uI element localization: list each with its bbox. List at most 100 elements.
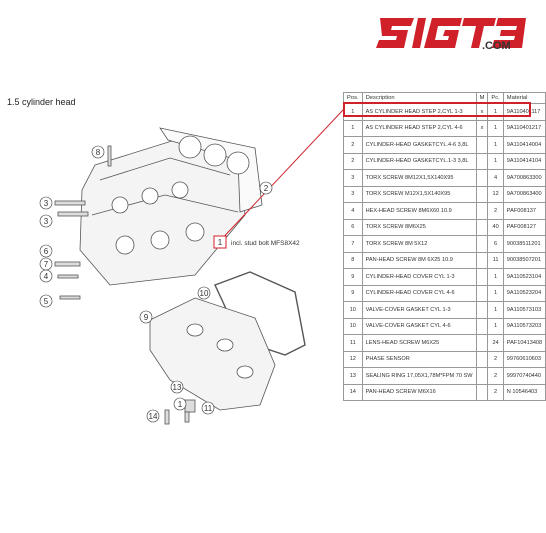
callout-label: 3 bbox=[44, 199, 49, 208]
cell-pc: 1 bbox=[487, 268, 504, 286]
cell-material: PAF008127 bbox=[502, 218, 546, 236]
cell-pc: 11 bbox=[487, 251, 504, 269]
cell-material: 99760610603 bbox=[502, 350, 546, 368]
selected-row-highlight bbox=[343, 102, 531, 117]
cell-material: 90038507201 bbox=[502, 251, 546, 269]
callout-3b bbox=[39, 214, 53, 228]
cell-pos: 4 bbox=[343, 202, 363, 220]
cylinder-head-gasket bbox=[159, 127, 263, 213]
callout-11 bbox=[201, 401, 215, 415]
sigtb-logo[interactable] bbox=[376, 8, 526, 56]
cell-material: 9A110573103 bbox=[502, 301, 546, 319]
cell-material: 9A110573203 bbox=[502, 317, 546, 335]
cell-description: VALVE-COVER GASKET CYL 1-3 bbox=[361, 301, 477, 319]
cell-description: TORX SCREW 8M6X25 bbox=[361, 218, 477, 236]
callout-3a bbox=[39, 196, 53, 210]
cell-m: x bbox=[475, 119, 489, 137]
callout-label: 7 bbox=[44, 260, 49, 269]
cell-pos: 9 bbox=[343, 284, 363, 302]
cell-material: N 10546403 bbox=[502, 383, 546, 401]
cell-pc: 6 bbox=[487, 235, 504, 253]
cell-m bbox=[475, 284, 489, 302]
cell-pos: 12 bbox=[343, 350, 363, 368]
cell-pos: 1 bbox=[343, 119, 363, 137]
cell-pos: 7 bbox=[343, 235, 363, 253]
note-number: 1 bbox=[218, 238, 223, 247]
callout-10 bbox=[197, 286, 211, 300]
cell-pos: 11 bbox=[343, 334, 363, 352]
callout-9 bbox=[139, 310, 153, 324]
domain-label: .COM bbox=[482, 40, 511, 52]
cell-description: CYLINDER-HEAD COVER CYL 4-6 bbox=[361, 284, 477, 302]
cell-pos: 14 bbox=[343, 383, 363, 401]
cell-m bbox=[475, 301, 489, 319]
cell-description: LENS-HEAD SCREW M6X25 bbox=[361, 334, 477, 352]
cell-pc: 2 bbox=[487, 367, 504, 385]
callout-label: 10 bbox=[200, 289, 209, 298]
section-title: 1.5 cylinder head bbox=[7, 97, 76, 107]
cell-material: 99970740440 bbox=[502, 367, 546, 385]
cell-m bbox=[475, 202, 489, 220]
callout-13 bbox=[170, 380, 184, 394]
cell-m bbox=[475, 136, 489, 154]
valve-cover-gasket bbox=[214, 271, 306, 356]
cell-material: 9A700863400 bbox=[502, 185, 546, 203]
cell-pos: 13 bbox=[343, 367, 363, 385]
cell-pos: 2 bbox=[343, 152, 363, 170]
callout-label: 13 bbox=[173, 383, 182, 392]
cell-material: 9A110414004 bbox=[502, 136, 546, 154]
cell-description: PAN-HEAD SCREW 8M 6X25 10.9 bbox=[361, 251, 477, 269]
cell-description: TORX SCREW 8M 5X12 bbox=[361, 235, 477, 253]
callout-label: 1 bbox=[178, 400, 183, 409]
cell-m bbox=[475, 218, 489, 236]
cell-description: CYLINDER-HEAD GASKETCYL.4-6 3,8L bbox=[361, 136, 477, 154]
cell-pc: 1 bbox=[487, 301, 504, 319]
cell-pc: 40 bbox=[487, 218, 504, 236]
cell-pc: 2 bbox=[487, 202, 504, 220]
cylinder-head-cover bbox=[149, 297, 276, 411]
callout-6 bbox=[39, 244, 53, 258]
callout-5 bbox=[39, 294, 53, 308]
cell-material: PAF10413408 bbox=[502, 334, 546, 352]
cell-m bbox=[475, 185, 489, 203]
cell-material: 9A110401217 bbox=[502, 119, 546, 137]
cell-m bbox=[475, 268, 489, 286]
cell-material: 90038511201 bbox=[502, 235, 546, 253]
cell-material: 9A700863300 bbox=[502, 169, 546, 187]
cell-pc: 1 bbox=[487, 152, 504, 170]
callout-label: 6 bbox=[44, 247, 49, 256]
callout-label: 11 bbox=[204, 404, 213, 413]
cell-m bbox=[475, 367, 489, 385]
cell-m bbox=[475, 334, 489, 352]
callout-label: 9 bbox=[144, 313, 149, 322]
callout-1 bbox=[173, 397, 187, 411]
cell-material: 9A110523204 bbox=[502, 284, 546, 302]
cell-m bbox=[475, 350, 489, 368]
cell-pc: 1 bbox=[487, 136, 504, 154]
cell-m bbox=[475, 317, 489, 335]
cell-m bbox=[475, 235, 489, 253]
cell-pos: 3 bbox=[343, 185, 363, 203]
cell-pos: 8 bbox=[343, 251, 363, 269]
callout-label: 8 bbox=[96, 148, 101, 157]
cell-m bbox=[475, 152, 489, 170]
cell-pc: 1 bbox=[487, 317, 504, 335]
cell-pos: 10 bbox=[343, 317, 363, 335]
